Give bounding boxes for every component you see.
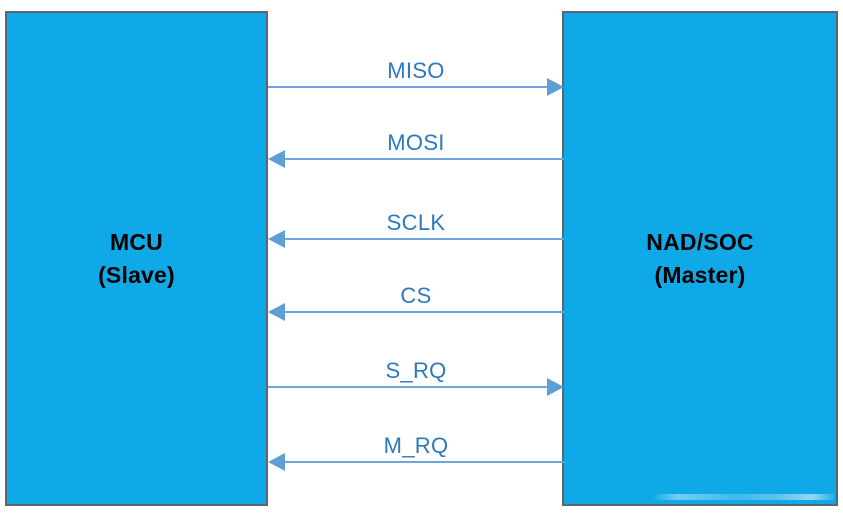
signal-mosi-line	[282, 158, 564, 160]
arrow-left-icon	[268, 303, 285, 321]
signal-cs: CS	[268, 257, 564, 331]
signal-mosi: MOSI	[268, 104, 564, 178]
arrow-right-icon	[547, 78, 564, 96]
signal-m-rq-line	[282, 461, 564, 463]
arrow-left-icon	[268, 453, 285, 471]
signal-cs-line	[282, 311, 564, 313]
block-mcu-title: MCU	[110, 228, 163, 255]
signal-miso: MISO	[268, 32, 564, 106]
block-mcu-role: (Slave)	[98, 261, 175, 288]
signal-sclk-line	[282, 238, 564, 240]
signal-cs-label: CS	[400, 283, 432, 308]
signal-m-rq-label: M_RQ	[383, 433, 449, 458]
signal-s-rq: S_RQ	[268, 332, 564, 406]
signal-sclk: SCLK	[268, 184, 564, 258]
block-nad-soc-role: (Master)	[654, 261, 746, 288]
signal-s-rq-line	[268, 386, 550, 388]
arrow-left-icon	[268, 230, 285, 248]
block-mcu: MCU (Slave)	[5, 11, 268, 506]
signal-sclk-label: SCLK	[386, 210, 446, 235]
signal-mosi-label: MOSI	[387, 130, 445, 155]
block-nad-soc-title: NAD/SOC	[646, 228, 754, 255]
arrow-right-icon	[547, 378, 564, 396]
block-nad-soc: NAD/SOC (Master)	[562, 11, 838, 506]
arrow-left-icon	[268, 150, 285, 168]
signal-miso-label: MISO	[387, 58, 445, 83]
signal-s-rq-label: S_RQ	[385, 358, 447, 383]
signal-miso-line	[268, 86, 550, 88]
signal-m-rq: M_RQ	[268, 407, 564, 481]
